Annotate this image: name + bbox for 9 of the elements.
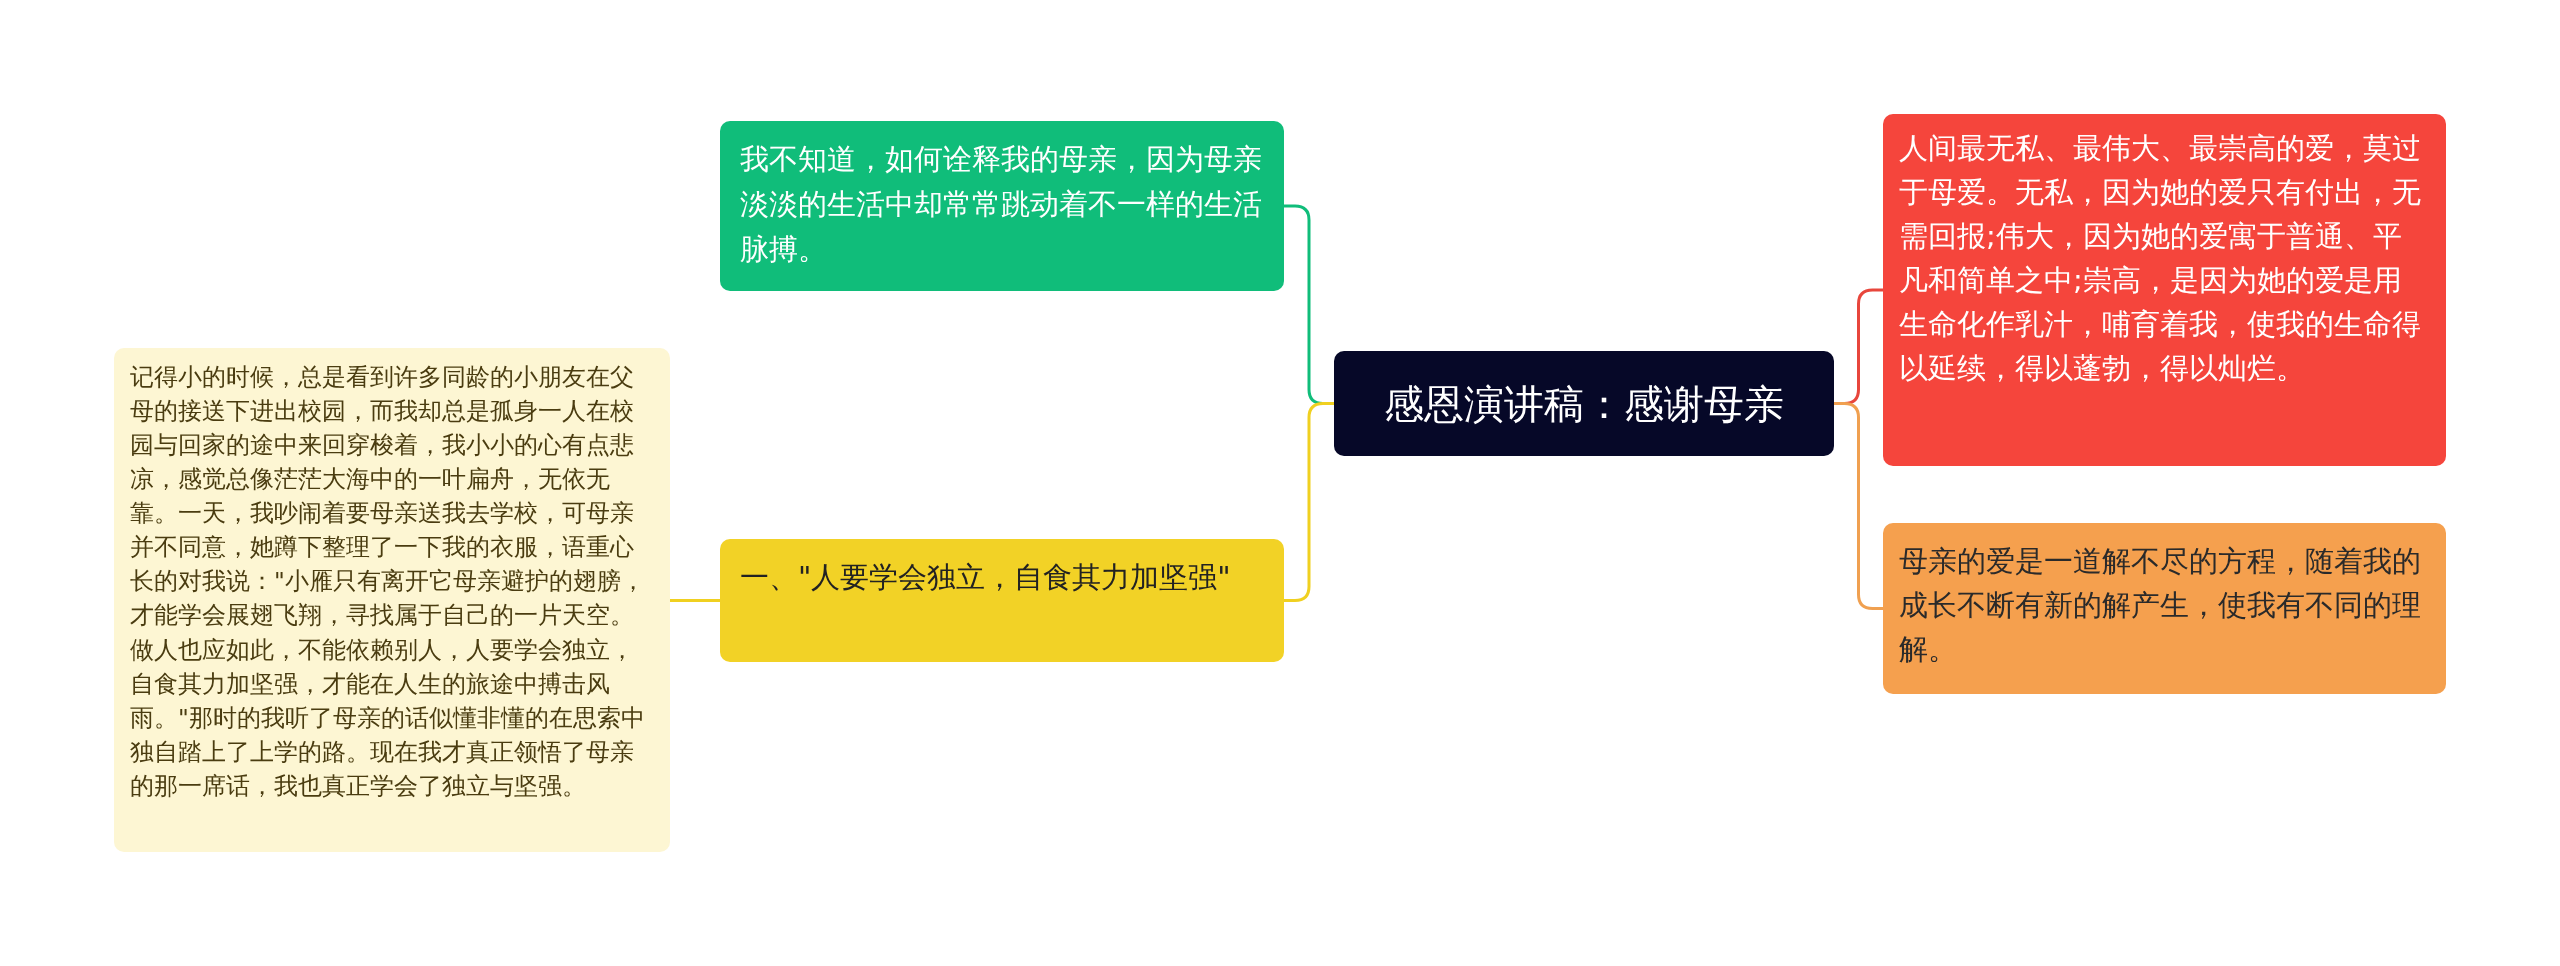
- note-box: 记得小的时候，总是看到许多同龄的小朋友在父母的接送下进出校园，而我却总是孤身一人在校园与回家的途中来回穿梭着，我小小的心有点悲凉，感觉总像茫茫大海中的一叶扁舟，无依无靠。一天，我吵闹着要母亲送我去学校，可母亲并不同意，她蹲下整理了一下我的衣服，语重心长的对我说："小雁只有离开它母亲避护的翅膀，才能学会展翅飞翔，寻找属于自己的一片天空。做人也应如此，不能依赖别人，人要学会独立，自食其力加坚强，才能在人生的旅途中搏击风雨。"那时的我听了母亲的话似懂非懂的在思索中独自踏上了上学的路。现在我才真正领悟了母亲的那一席话，我也真正学会了独立与坚强。: [114, 348, 670, 852]
- topic-box: 我不知道，如何诠释我的母亲，因为母亲淡淡的生活中却常常跳动着不一样的生活脉搏。: [720, 121, 1284, 291]
- topic-box: 母亲的爱是一道解不尽的方程，随着我的成长不断有新的解产生，使我有不同的理解。: [1883, 523, 2446, 694]
- topic-box: 人间最无私、最伟大、最崇高的爱，莫过于母爱。无私，因为她的爱只有付出，无需回报;伟大，因为她的爱寓于普通、平凡和简单之中;崇高，是因为她的爱是用生命化作乳汁，哺育着我，使我的生命得以延续，得以蓬勃，得以灿烂。: [1883, 114, 2446, 466]
- topic-box: 一、"人要学会独立，自食其力加坚强": [720, 539, 1284, 662]
- central-topic-box: 感恩演讲稿：感谢母亲: [1334, 351, 1834, 456]
- connector-line: [1284, 402, 1334, 602]
- connector-line: [670, 599, 720, 602]
- connector-line: [1834, 402, 1883, 610]
